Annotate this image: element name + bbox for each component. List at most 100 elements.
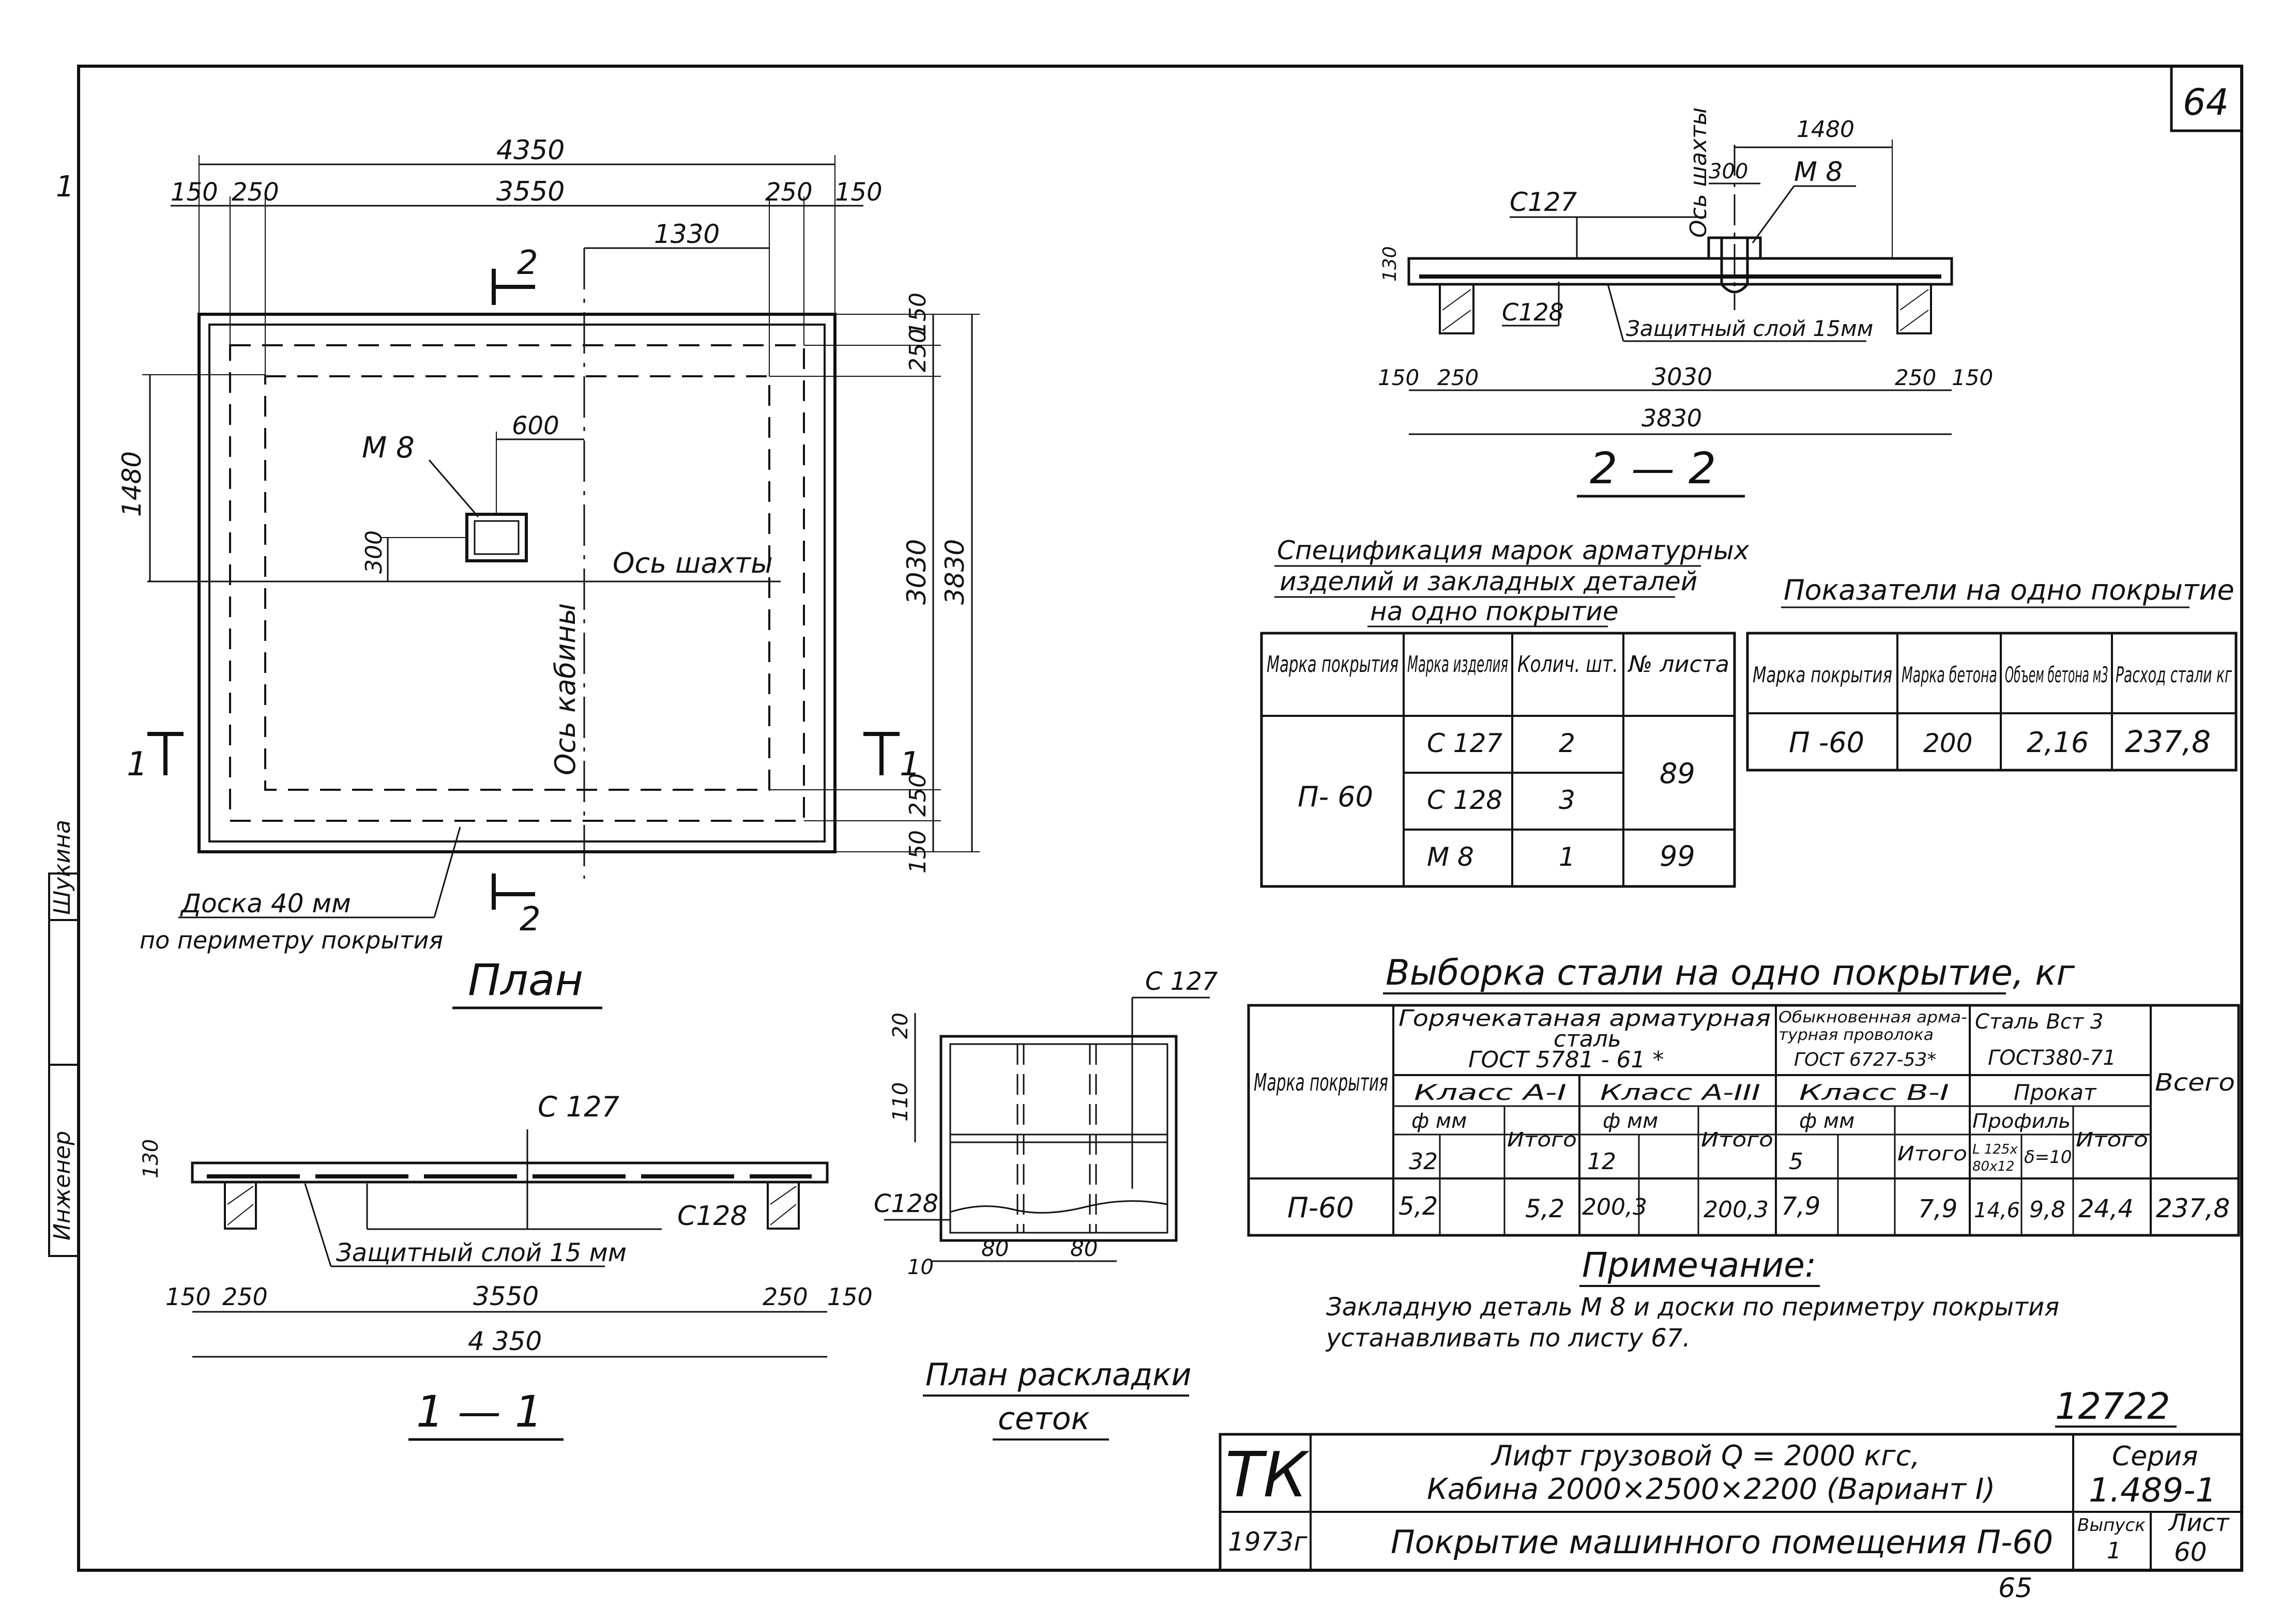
s11-protective-layer: Защитный слой 15 мм <box>336 1238 627 1267</box>
steel-h-d5: 5 <box>1789 1148 1803 1175</box>
mesh-layout-view: С 127 С128 20 110 10 80 80 План раскладк… <box>874 967 1218 1441</box>
support-right <box>1896 283 1932 334</box>
steel-h-phi2: ф мм <box>1603 1109 1658 1133</box>
tb-year: 1973г <box>1228 1527 1307 1557</box>
steel-h-steel-l1: Сталь Вст 3 <box>1975 1010 2104 1034</box>
stamp-engineer: Инженер <box>49 1131 75 1240</box>
tb-project-line2: Кабина 2000×2500×2200 (Вариант I) <box>1427 1473 1995 1506</box>
ind-h-concrete-volume: Объем бетона м3 <box>2005 662 2108 687</box>
note-line1: Закладную деталь М 8 и доски по периметр… <box>1326 1293 2059 1322</box>
s11-title: 1 — 1 <box>416 1386 542 1437</box>
steel-h-phi1: ф мм <box>1411 1109 1467 1133</box>
dim-right-3830: 3830 <box>940 539 970 605</box>
mesh-dim-110: 110 <box>889 1082 913 1122</box>
s11-height-130: 130 <box>139 1139 163 1178</box>
margin-mark: 1 <box>56 170 74 204</box>
dim-right-inner: 250 <box>765 178 813 207</box>
steel-table: Выборка стали на одно покрытие, кг Марка… <box>1247 953 2240 1237</box>
ind-mark: П -60 <box>1789 726 1864 759</box>
ind-grade: 200 <box>1923 728 1972 758</box>
dim-center: 3550 <box>496 176 565 207</box>
tb-sheet-label: Лист <box>2168 1509 2230 1537</box>
s11-dim-4350: 4 350 <box>468 1326 542 1356</box>
steel-h-total: Всего <box>2155 1068 2235 1096</box>
s22-dim-3030: 3030 <box>1652 363 1712 391</box>
title-block: ТК 1973г Лифт грузовой Q = 2000 кгс, Каб… <box>1219 1433 2243 1572</box>
section-mark-2-top-label: 2 <box>517 244 538 282</box>
steel-row-rolled-total: 24,4 <box>2078 1194 2134 1223</box>
spec-row-qty: 3 <box>1559 785 1575 815</box>
section-mark-1-left-label: 1 <box>127 745 148 784</box>
steel-h-d12: 12 <box>1587 1148 1616 1175</box>
s11-dim-150-left: 150 <box>165 1283 211 1311</box>
steel-row-b1-total: 7,9 <box>1918 1194 1957 1223</box>
steel-h-hot-l3: ГОСТ 5781 - 61 * <box>1468 1047 1664 1073</box>
spec-row-item: С 128 <box>1427 785 1502 815</box>
embed-m8-anchor <box>1707 236 1762 294</box>
spec-title-line1: Спецификация марок арматурных <box>1277 535 1750 565</box>
slab-section <box>1407 257 1953 286</box>
s22-c128-label: С128 <box>1502 298 1564 326</box>
board-note-line1: Доска 40 мм <box>180 888 351 918</box>
steel-row-a3-12: 200,3 <box>1582 1194 1647 1220</box>
steel-h-prof2: δ=10 <box>2024 1147 2072 1168</box>
section-mark-1-left <box>147 732 184 775</box>
s22-dim-250-right: 250 <box>1895 365 1936 390</box>
section-mark-2-bottom <box>492 874 535 910</box>
s22-dim-3830: 3830 <box>1641 404 1702 432</box>
embed-leader <box>428 459 479 517</box>
tb-issue-value: 1 <box>2107 1538 2121 1564</box>
board-perimeter <box>208 324 826 842</box>
tb-issue-label: Выпуск <box>2077 1515 2146 1536</box>
s22-embed-label: М 8 <box>1794 157 1843 188</box>
tb-border <box>1219 1433 2243 1572</box>
mesh-dim-80b: 80 <box>1070 1236 1098 1261</box>
steel-row-b1-5: 7,9 <box>1781 1192 1820 1221</box>
s22-shaft-axis-label: Ось шахты <box>1685 108 1712 238</box>
spec-border <box>1260 632 1736 888</box>
steel-row-a1-32: 5,2 <box>1398 1192 1438 1221</box>
spec-h-qty: Колич. шт. <box>1517 651 1618 678</box>
s11-dim-250-right: 250 <box>763 1283 808 1311</box>
mesh-frame-outer <box>939 1035 1178 1242</box>
ind-steel: 237,8 <box>2125 724 2211 759</box>
spec-title-line2: изделий и закладных деталей <box>1280 566 1697 596</box>
spec-row-qty: 2 <box>1559 728 1575 758</box>
section-mark-2-bottom-label: 2 <box>520 900 541 939</box>
tb-series-label: Серия <box>2112 1441 2198 1472</box>
steel-border <box>1247 1004 2240 1237</box>
steel-h-hot-l2: сталь <box>1554 1026 1621 1052</box>
dim-1330: 1330 <box>654 219 720 249</box>
steel-h-hot-l1: Горячекатаная арматурная <box>1398 1005 1771 1032</box>
mesh-frame-inner <box>949 1043 1168 1234</box>
plan-title: План <box>468 955 583 1005</box>
dim-right-bottom-150: 150 <box>905 830 931 874</box>
tb-org: ТК <box>1225 1439 1310 1511</box>
spec-title-line3: на одно покрытие <box>1370 596 1619 626</box>
prot-leader <box>304 1183 332 1267</box>
spec-cover-mark: П- 60 <box>1298 780 1373 813</box>
section-mark-1-right <box>863 732 900 775</box>
steel-h-itogo1: Итого <box>1507 1128 1577 1151</box>
s22-title: 2 — 2 <box>1590 443 1716 494</box>
archive-number: 12722 <box>2055 1385 2170 1428</box>
dim-right-top-150: 150 <box>905 293 931 336</box>
note-title: Примечание: <box>1582 1245 1816 1285</box>
steel-h-phi3: ф мм <box>1799 1109 1854 1133</box>
dim-left-inner: 250 <box>232 178 279 207</box>
steel-h-class-b1: Класс В-I <box>1799 1080 1949 1105</box>
note-block: Примечание: Закладную деталь М 8 и доски… <box>1325 1245 2059 1353</box>
steel-h-itogo4: Итого <box>2076 1128 2148 1151</box>
s11-dim-250-left: 250 <box>222 1283 268 1311</box>
support-left <box>224 1181 257 1230</box>
ind-volume: 2,16 <box>2027 726 2089 759</box>
mesh-outline-inner <box>264 375 770 791</box>
spec-h-sheet-no: № листа <box>1627 651 1729 678</box>
spec-sheet-b: 99 <box>1660 840 1695 872</box>
s22-dim-150-right: 150 <box>1952 365 1993 390</box>
plan-embed-label: М 8 <box>362 431 415 465</box>
spec-h-mark-cover: Марка покрытия <box>1267 651 1398 678</box>
plan-shaft-axis-label: Ось шахты <box>613 547 773 579</box>
plan-view: М 8 Ось шахты Ось кабины 4350 150 250 35… <box>117 135 980 1009</box>
slab-section <box>191 1161 829 1184</box>
